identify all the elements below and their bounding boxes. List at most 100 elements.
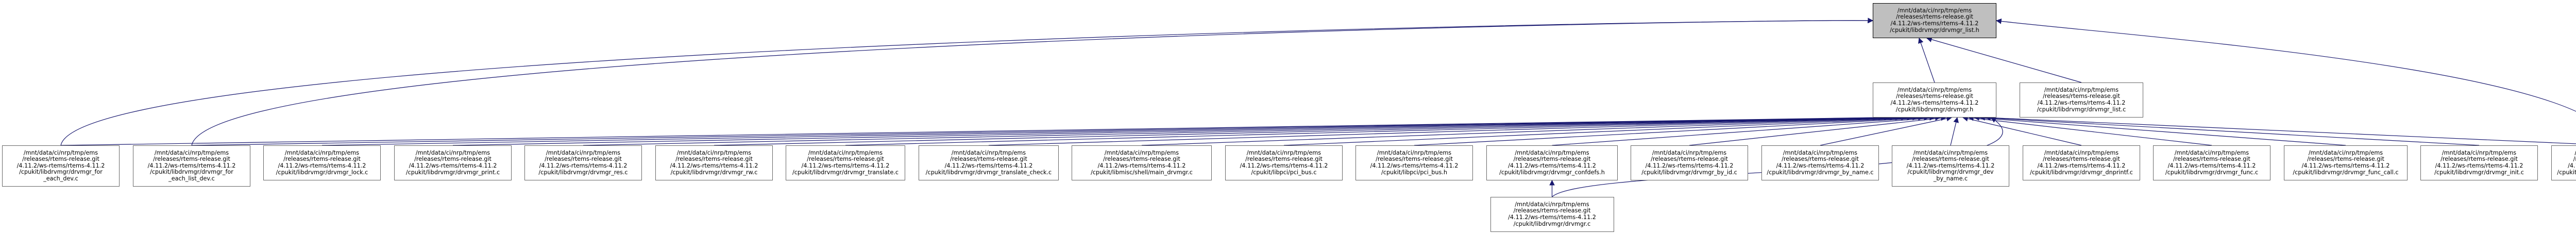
node-label-line: /mnt/data/ci/nrp/tmp/ems [1104, 149, 1179, 156]
node-label-line: /mnt/data/ci/nrp/tmp/ems [23, 149, 98, 156]
edge-init-to-drvmgr-h [1979, 115, 2480, 146]
node-func[interactable]: /mnt/data/ci/nrp/tmp/ems/releases/rtems-… [2153, 145, 2270, 180]
edge-for-each-dev-to-bit-h [60, 18, 1874, 146]
node-label-line: /cpukit/libpci/pci_bus.h [1381, 169, 1447, 176]
node-drvmgr-h[interactable]: /mnt/data/ci/nrp/tmp/ems/releases/rtems-… [1873, 82, 1996, 118]
edge-for-each-dev-to-drvmgr-h [60, 114, 1879, 146]
node-dev-by-name[interactable]: /mnt/data/ci/nrp/tmp/ems/releases/rtems-… [1892, 145, 2009, 187]
node-for-each-list-dev[interactable]: /mnt/data/ci/nrp/tmp/ems/releases/rtems-… [133, 145, 250, 187]
node-drvmgr-c[interactable]: /mnt/data/ci/nrp/tmp/ems/releases/rtems-… [1490, 197, 1614, 232]
node-label-line: /mnt/data/ci/nrp/tmp/ems [1783, 149, 1858, 156]
node-label-line: /releases/rtems-release.git [1245, 156, 1323, 163]
edge-translate-to-drvmgr-h [845, 114, 1913, 146]
node-label-line: /releases/rtems-release.git [2043, 156, 2120, 163]
node-label-line: /cpukit/libdrvmgr/drvmgr_for [150, 169, 233, 176]
node-label-line: /mnt/data/ci/nrp/tmp/ems [2442, 149, 2517, 156]
node-label-line: /releases/rtems-release.git [22, 156, 99, 163]
node-label-line: /releases/rtems-release.git [545, 156, 622, 163]
node-label-line: /4.11.2/ws-rtems/rtems-4.11.2 [1097, 162, 1186, 169]
node-lock[interactable]: /mnt/data/ci/nrp/tmp/ems/releases/rtems-… [263, 145, 381, 180]
node-label-line: /releases/rtems-release.git [950, 156, 1027, 163]
node-label-line: /4.11.2/ws-rtems/rtems-4.11.2 [1906, 162, 1995, 169]
node-confdefs[interactable]: /mnt/data/ci/nrp/tmp/ems/releases/rtems-… [1486, 145, 1618, 180]
edge-unregister-to-bit-h [1995, 18, 2576, 112]
edge-translate-check-to-drvmgr-h [988, 114, 1919, 146]
edge-pci-bus-h-to-drvmgr-h [1414, 115, 1936, 146]
node-label-line: /releases/rtems-release.git [1376, 156, 1453, 163]
node-label-line: /4.11.2/ws-rtems/rtems-4.11.2 [409, 162, 497, 169]
edge-func-to-drvmgr-h [1968, 115, 2212, 146]
node-label-line: /cpukit/libdrvmgr/drvmgr_translate_check… [925, 169, 1052, 176]
node-label-line: /4.11.2/ws-rtems/rtems-4.11.2 [1890, 20, 1979, 27]
node-label-line: /releases/rtems-release.git [414, 156, 492, 163]
node-label-line: /cpukit/libpci/pci_bus.c [1251, 169, 1317, 176]
node-label-line: /releases/rtems-release.git [1896, 93, 1973, 100]
node-main-drvmgr[interactable]: /mnt/data/ci/nrp/tmp/ems/releases/rtems-… [1072, 145, 1212, 180]
node-by-name[interactable]: /mnt/data/ci/nrp/tmp/ems/releases/rtems-… [1761, 145, 1879, 180]
node-label-line: _each_dev.c [43, 175, 78, 182]
node-label-line: /cpukit/libdrvmgr/drvmgr_list.c [2037, 106, 2126, 113]
edge-list-c-to-bit-h [1926, 37, 2082, 83]
node-label-line: /releases/rtems-release.git [283, 156, 361, 163]
node-label-line: _by_name.c [1933, 175, 1968, 182]
node-func-call[interactable]: /mnt/data/ci/nrp/tmp/ems/releases/rtems-… [2284, 145, 2408, 180]
node-pci-bus-h[interactable]: /mnt/data/ci/nrp/tmp/ems/releases/rtems-… [1355, 145, 1473, 180]
node-list-c[interactable]: /mnt/data/ci/nrp/tmp/ems/releases/rtems-… [2020, 82, 2143, 118]
node-unregister[interactable]: /mnt/data/ci/nrp/tmp/ems/releases/rtems-… [2551, 145, 2576, 180]
node-pci-bus-c[interactable]: /mnt/data/ci/nrp/tmp/ems/releases/rtems-… [1225, 145, 1343, 180]
node-label-line: /releases/rtems-release.git [1103, 156, 1180, 163]
node-label-line: /releases/rtems-release.git [1513, 156, 1591, 163]
node-print[interactable]: /mnt/data/ci/nrp/tmp/ems/releases/rtems-… [394, 145, 512, 180]
node-bit-h: /mnt/data/ci/nrp/tmp/ems/releases/rtems-… [1873, 3, 1996, 38]
node-label-line: /cpukit/libdrvmgr/drvmgr.c [1513, 220, 1591, 227]
edge-print-to-drvmgr-h [452, 114, 1896, 146]
node-translate[interactable]: /mnt/data/ci/nrp/tmp/ems/releases/rtems-… [786, 145, 905, 180]
node-label-line: /mnt/data/ci/nrp/tmp/ems [2044, 86, 2119, 93]
node-res[interactable]: /mnt/data/ci/nrp/tmp/ems/releases/rtems-… [524, 145, 642, 180]
node-label-line: /releases/rtems-release.git [1651, 156, 1728, 163]
node-label-line: /4.11.2/ws-rtems/rtems-4.11.2 [944, 162, 1033, 169]
node-label-line: /mnt/data/ci/nrp/tmp/ems [2044, 149, 2119, 156]
node-label-line: /cpukit/libdrvmgr/drvmgr_lock.c [276, 169, 368, 176]
node-for-each-dev[interactable]: /mnt/data/ci/nrp/tmp/ems/releases/rtems-… [2, 145, 120, 187]
node-label-line: /cpukit/libdrvmgr/drvmgr_confdefs.h [1499, 169, 1605, 176]
node-label-line: /mnt/data/ci/nrp/tmp/ems [676, 149, 752, 156]
node-label-line: /4.11.2/ws-rtems/rtems-4.11.2 [1645, 162, 1734, 169]
node-label-line: /4.11.2/ws-rtems/rtems-4.11.2 [147, 162, 236, 169]
edge-for-each-list-dev-to-drvmgr-h [191, 114, 1885, 146]
node-label-line: /cpukit/libdrvmgr/drvmgr_unregister.c [2557, 169, 2576, 176]
node-label-line: /4.11.2/ws-rtems/rtems-4.11.2 [1370, 162, 1459, 169]
edge-func-call-to-drvmgr-h [1973, 115, 2346, 146]
edge-for-each-list-dev-to-bit-h [191, 18, 1874, 146]
node-label-line: /mnt/data/ci/nrp/tmp/ems [1652, 149, 1727, 156]
node-label-line: /4.11.2/ws-rtems/rtems-4.11.2 [2435, 162, 2523, 169]
node-label-line: /mnt/data/ci/nrp/tmp/ems [1377, 149, 1452, 156]
node-label-line: /mnt/data/ci/nrp/tmp/ems [154, 149, 229, 156]
node-label-line: /4.11.2/ws-rtems/rtems-4.11.2 [2568, 162, 2576, 169]
node-label-line: /cpukit/libdrvmgr/drvmgr_by_name.c [1767, 169, 1874, 176]
node-label-line: /mnt/data/ci/nrp/tmp/ems [546, 149, 621, 156]
node-translate-check[interactable]: /mnt/data/ci/nrp/tmp/ems/releases/rtems-… [919, 145, 1059, 180]
edge-main-drvmgr-to-drvmgr-h [1141, 114, 1924, 146]
node-label-line: /4.11.2/ws-rtems/rtems-4.11.2 [1240, 162, 1328, 169]
edge-unregister-to-drvmgr-h [1985, 115, 2576, 144]
node-label-line: /releases/rtems-release.git [2307, 156, 2384, 163]
node-label-line: /mnt/data/ci/nrp/tmp/ems [1515, 201, 1589, 208]
node-label-line: /cpukit/libmisc/shell/main_drvmgr.c [1091, 169, 1193, 176]
node-label-line: /releases/rtems-release.git [1513, 207, 1591, 214]
node-label-line: /4.11.2/ws-rtems/rtems-4.11.2 [278, 162, 366, 169]
node-label-line: /4.11.2/ws-rtems/rtems-4.11.2 [2167, 162, 2256, 169]
node-label-line: /releases/rtems-release.git [675, 156, 753, 163]
node-label-line: /mnt/data/ci/nrp/tmp/ems [1515, 149, 1589, 156]
node-rw[interactable]: /mnt/data/ci/nrp/tmp/ems/releases/rtems-… [655, 145, 773, 180]
node-init[interactable]: /mnt/data/ci/nrp/tmp/ems/releases/rtems-… [2420, 145, 2538, 180]
edge-drvmgr-h-to-bit-h [1918, 37, 1935, 83]
node-dnprintf[interactable]: /mnt/data/ci/nrp/tmp/ems/releases/rtems-… [2023, 145, 2140, 180]
node-label-line: /cpukit/libdrvmgr/drvmgr_print.c [405, 169, 500, 176]
edge-confdefs-to-drvmgr-h [1552, 115, 1941, 146]
edge-lock-to-drvmgr-h [321, 114, 1890, 146]
node-label-line: /releases/rtems-release.git [2573, 156, 2576, 163]
edge-dev-by-name-to-drvmgr-h [1950, 116, 1959, 146]
node-label-line: /mnt/data/ci/nrp/tmp/ems [1897, 86, 1972, 93]
node-by-id[interactable]: /mnt/data/ci/nrp/tmp/ems/releases/rtems-… [1631, 145, 1748, 180]
